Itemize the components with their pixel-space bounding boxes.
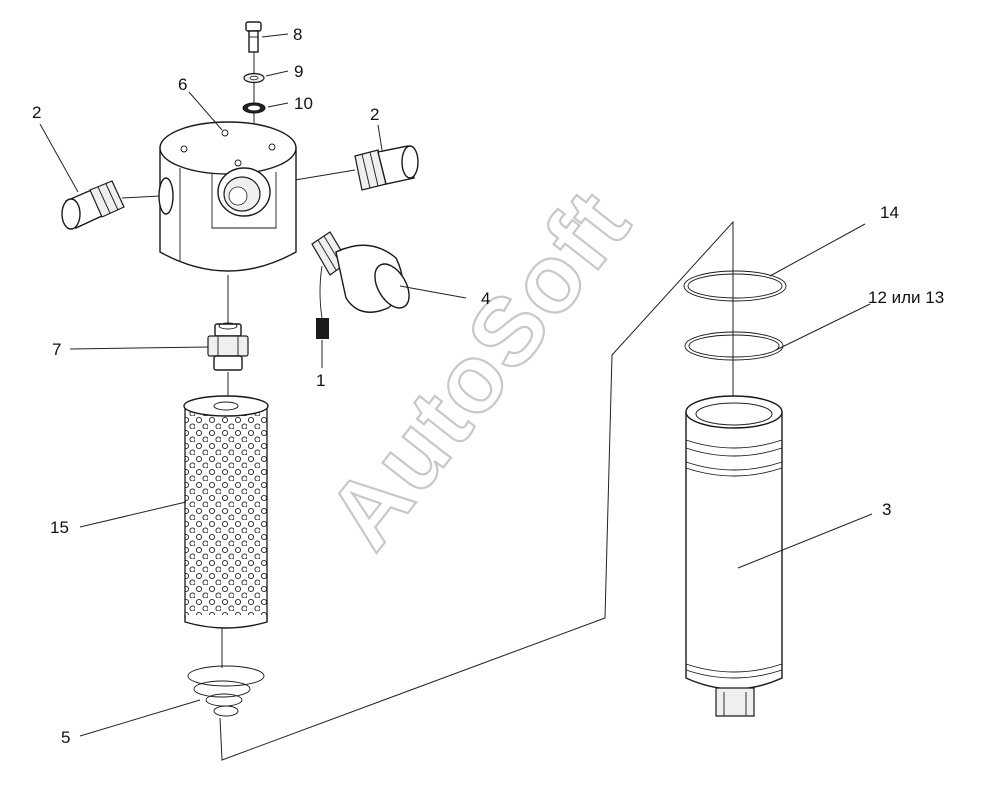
oring-part-14 — [683, 270, 787, 302]
label-7: 7 — [52, 340, 61, 359]
label-4: 4 — [481, 289, 490, 308]
label-2-left: 2 — [32, 103, 41, 122]
ring-part-12-13 — [684, 331, 784, 361]
spring-part-5 — [187, 665, 265, 717]
bowl-part-3 — [685, 395, 783, 717]
housing-part-6 — [158, 121, 297, 272]
watermark-text: AutoSoft — [307, 170, 651, 568]
label-1: 1 — [316, 371, 325, 390]
label-5: 5 — [61, 728, 70, 747]
label-15: 15 — [50, 518, 69, 537]
assembly-lines — [121, 50, 734, 761]
label-12-13: 12 или 13 — [868, 288, 944, 307]
label-2-right: 2 — [370, 105, 379, 124]
callout-leaders — [39, 33, 873, 737]
callout-labels: 8 9 10 6 2 2 4 1 7 15 5 14 12 или 13 3 — [32, 25, 944, 747]
fitting-right-part-2 — [354, 145, 419, 191]
screw-part-8 — [245, 21, 262, 53]
fitting-left-part-2 — [61, 180, 125, 230]
label-8: 8 — [293, 25, 302, 44]
label-9: 9 — [294, 62, 303, 81]
filter-element-part-15 — [183, 395, 269, 629]
watermark: AutoSoft — [306, 169, 652, 569]
nipple-part-7 — [207, 322, 249, 371]
label-3: 3 — [882, 500, 891, 519]
washer-part-9 — [243, 72, 265, 84]
label-14: 14 — [880, 203, 899, 222]
sensor-part-4 — [311, 231, 410, 339]
label-6: 6 — [178, 75, 187, 94]
label-10: 10 — [294, 94, 313, 113]
seal-ring-part-10 — [242, 102, 266, 114]
